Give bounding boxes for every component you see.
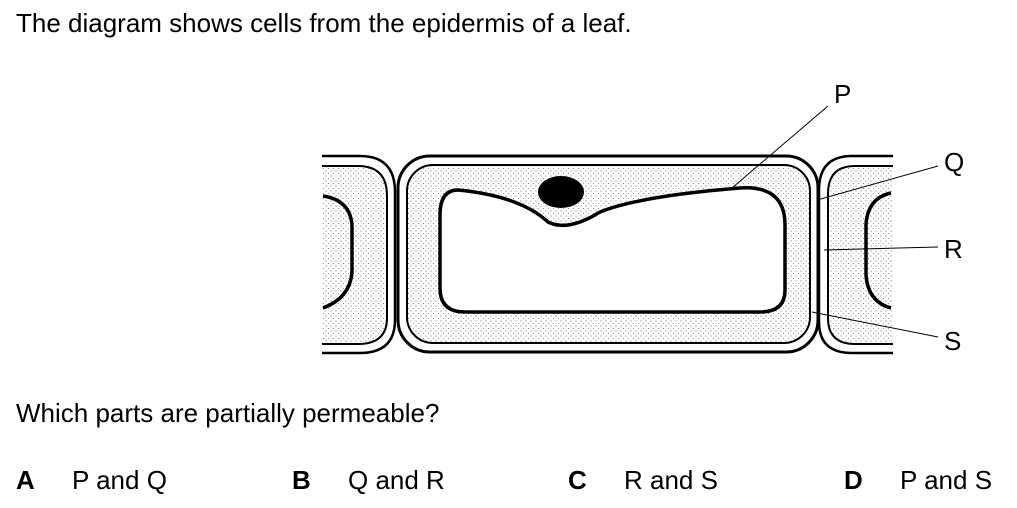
option-a[interactable]: A P and Q (16, 465, 167, 496)
option-c[interactable]: C R and S (568, 465, 718, 496)
label-line-p (731, 105, 829, 189)
left-cell-vacuole (322, 194, 354, 310)
left-cell-membrane (322, 165, 388, 345)
label-q: Q (944, 147, 964, 177)
label-r: R (944, 234, 963, 264)
central-cell-wall (396, 154, 820, 354)
label-line-q (816, 165, 939, 201)
central-cell-vacuole (438, 186, 787, 314)
option-text: R and S (624, 465, 718, 495)
label-line-r (823, 246, 939, 251)
central-cell-membrane (406, 164, 811, 344)
option-b[interactable]: B Q and R (292, 465, 445, 496)
option-text: P and Q (72, 465, 167, 495)
right-cell-vacuole (864, 191, 892, 310)
left-cell-wall (322, 154, 397, 355)
option-text: Q and R (348, 465, 445, 495)
option-letter: A (16, 465, 35, 495)
option-letter: B (292, 465, 311, 495)
left-cell-cytoplasm (322, 166, 387, 344)
nucleus (538, 176, 584, 208)
right-cell-membrane (827, 165, 893, 345)
question-stem: The diagram shows cells from the epiderm… (16, 8, 632, 38)
option-d[interactable]: D P and S (844, 465, 992, 496)
label-line-s (811, 311, 939, 338)
label-s: S (944, 326, 961, 356)
option-letter: D (844, 465, 863, 495)
question-text: Which parts are partially permeable? (16, 398, 440, 428)
option-text: P and S (900, 465, 993, 495)
label-p: P (834, 79, 851, 109)
option-letter: C (568, 465, 587, 495)
